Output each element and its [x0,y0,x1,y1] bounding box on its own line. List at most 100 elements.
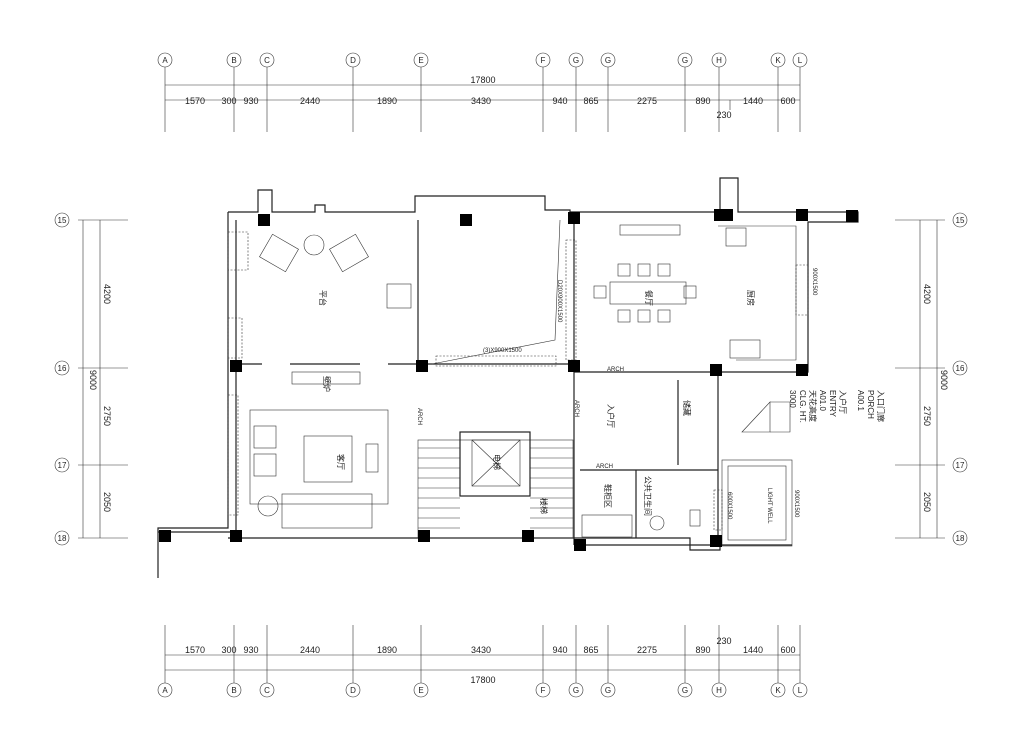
structural-column [568,212,580,224]
structural-column [568,360,580,372]
grid-column-label: L [798,686,803,695]
room-labels: 平台 餐厅 厨房 壁炉 客厅 电梯 楼梯 入户厅 储藏 鞋柜区 公共卫生间 LI… [318,290,772,524]
grid-column-label: H [716,56,722,65]
grid-column-label: C [264,686,270,695]
grid-column-label: C [264,56,270,65]
room-elevator: 电梯 [492,454,502,470]
kitchen-fridge [725,227,747,247]
grid-column-label: G [605,686,611,695]
entry-code: A01.0 [818,390,827,411]
bottom-dim-12: 600 [780,645,795,655]
window-label-4: 600X1500 [726,492,732,520]
dining-chair [683,285,697,299]
left-dim-3: 2050 [102,492,112,512]
grid-column-label: B [231,56,236,65]
dining-chair [617,309,631,323]
furniture [249,224,797,538]
grid-column-label: G [605,56,611,65]
grid-column-label: B [231,686,236,695]
grid-row-label: 18 [956,534,965,543]
room-storage: 储藏 [682,400,692,416]
fireplace-hearth [291,371,361,385]
grid-bubble [54,360,70,376]
structural-column [721,209,733,221]
entry-en: ENTRY [828,390,837,418]
bottom-dimension-chain: 230 1570 300 930 2440 1890 3430 940 865 … [164,625,801,685]
structural-column [418,530,430,542]
window-label-3: 900X1500 [811,268,817,296]
structural-column [846,210,858,222]
shoe-cabinet [581,514,633,538]
bottom-dim-1: 1570 [185,645,205,655]
bottom-dim-8: 865 [583,645,598,655]
dining-chair [637,263,651,277]
arch-label-4: ARCH [416,408,422,425]
top-dim-2: 300 [221,96,236,106]
grid-column-label: A [162,56,168,65]
grid-column-label: H [716,686,722,695]
room-terrace: 平台 [318,290,328,306]
terrace-planter [386,283,412,309]
grid-column-label: K [775,56,781,65]
window-label-1: (3)X900X1500 [483,348,522,354]
kitchen-stove [729,339,761,359]
arch-label-1: ARCH [607,367,624,373]
porch-cn: 入口门廊 [876,390,886,422]
top-dim-3: 930 [243,96,258,106]
terrace-armchair-left [259,233,299,273]
top-dim-12: 600 [780,96,795,106]
bottom-dim-2: 300 [221,645,236,655]
bottom-total-dimension: 17800 [470,675,495,685]
bottom-dim-extra: 230 [716,636,731,646]
tv-console [365,443,379,473]
grid-row-label: 17 [58,461,67,470]
left-dim-1: 4200 [102,284,112,304]
grid-column-label: E [418,56,423,65]
structural-column [258,214,270,226]
right-dim-3: 2050 [922,492,932,512]
grid-column-label: G [573,56,579,65]
room-dining: 餐厅 [644,290,653,306]
left-dimension-chain: 9000 4200 2750 2050 [78,219,128,539]
kitchen-counter [718,225,797,361]
living-armchair-2 [253,453,277,477]
bottom-dim-11: 1440 [743,645,763,655]
dining-sideboard [619,224,681,236]
grid-column-label: G [573,686,579,695]
grid-bubble [952,360,968,376]
grid-column-label: E [418,686,423,695]
grid-column-label: F [541,686,546,695]
sofa [281,493,373,529]
entry-tag-block: 入口门廊 PORCH A00.1 入户厅 ENTRY A01.0 天花高度 CL… [788,390,886,423]
left-dim-total: 9000 [88,370,98,390]
room-living: 客厅 [336,454,346,470]
ceiling-en: CLG. HT. [798,390,807,423]
grid-bubble [952,457,968,473]
bottom-dim-10: 890 [695,645,710,655]
side-table [257,495,279,517]
structural-column [796,364,808,376]
right-dimension-chain: 9000 4200 2750 2050 [895,219,949,539]
grid-column-label: K [775,686,781,695]
grid-bubble [952,212,968,228]
structural-column [230,360,242,372]
coffee-table [303,435,353,483]
bottom-dim-4: 2440 [300,645,320,655]
arch-label-2: ARCH [596,464,613,470]
top-dim-9: 2275 [637,96,657,106]
bottom-dim-6: 3430 [471,645,491,655]
living-rug [249,409,389,505]
top-dim-4: 2440 [300,96,320,106]
building-walls [157,177,859,578]
structural-column [416,360,428,372]
room-foyer: 入户厅 [606,404,616,428]
right-dim-1: 4200 [922,284,932,304]
grid-bubble [54,530,70,546]
grid-column-label: A [162,686,168,695]
toilet-bowl [689,509,701,527]
top-dim-7: 940 [552,96,567,106]
grid-column-label: G [682,56,688,65]
grid-column-label: G [682,686,688,695]
